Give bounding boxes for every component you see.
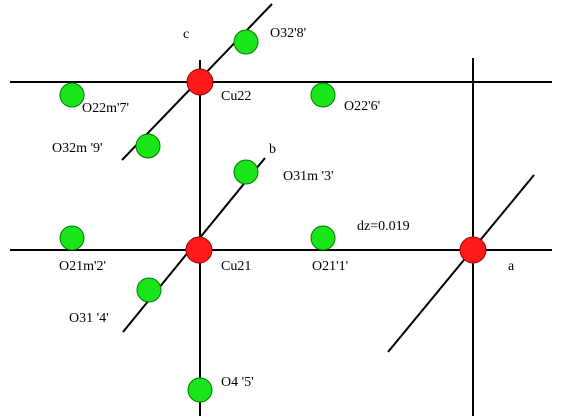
label-o32-8: O32'8' <box>270 26 306 41</box>
label-o21-1: O21'1' <box>312 259 348 274</box>
atom-o21-1 <box>310 225 336 251</box>
axis-label-b: b <box>269 142 276 157</box>
label-o31-4: O31 '4' <box>69 311 109 326</box>
label-o32m-9: O32m '9' <box>52 141 103 156</box>
atom-cu21 <box>185 236 213 264</box>
lattice-lines <box>10 3 552 416</box>
atom-o22-6 <box>310 82 336 108</box>
axis-label-a: a <box>508 259 515 274</box>
atom-o21m-2 <box>59 225 85 251</box>
label-o4-5: O4 '5' <box>221 375 254 390</box>
atom-cu22 <box>186 68 214 96</box>
label-o22-6: O22'6' <box>344 99 380 114</box>
atom-o4-5 <box>187 377 213 403</box>
atom-o31-4 <box>136 277 162 303</box>
label-cu22: Cu22 <box>221 89 251 104</box>
atom-o22m-7 <box>59 82 85 108</box>
copper-atoms <box>185 68 487 264</box>
atom-a-corner <box>459 236 487 264</box>
label-o21m-2: O21m'2' <box>59 259 106 274</box>
atom-o32-8 <box>233 29 259 55</box>
axis-label-c: c <box>183 27 189 42</box>
label-o31m-3: O31m '3' <box>283 169 334 184</box>
atom-o31m-3 <box>233 159 259 185</box>
label-cu21: Cu21 <box>221 259 251 274</box>
a-diagonal-line <box>387 174 535 353</box>
label-o22m-7: O22m'7' <box>82 101 129 116</box>
atom-o32m-9 <box>135 133 161 159</box>
label-dz: dz=0.019 <box>357 219 410 234</box>
oxygen-atoms <box>59 29 336 403</box>
